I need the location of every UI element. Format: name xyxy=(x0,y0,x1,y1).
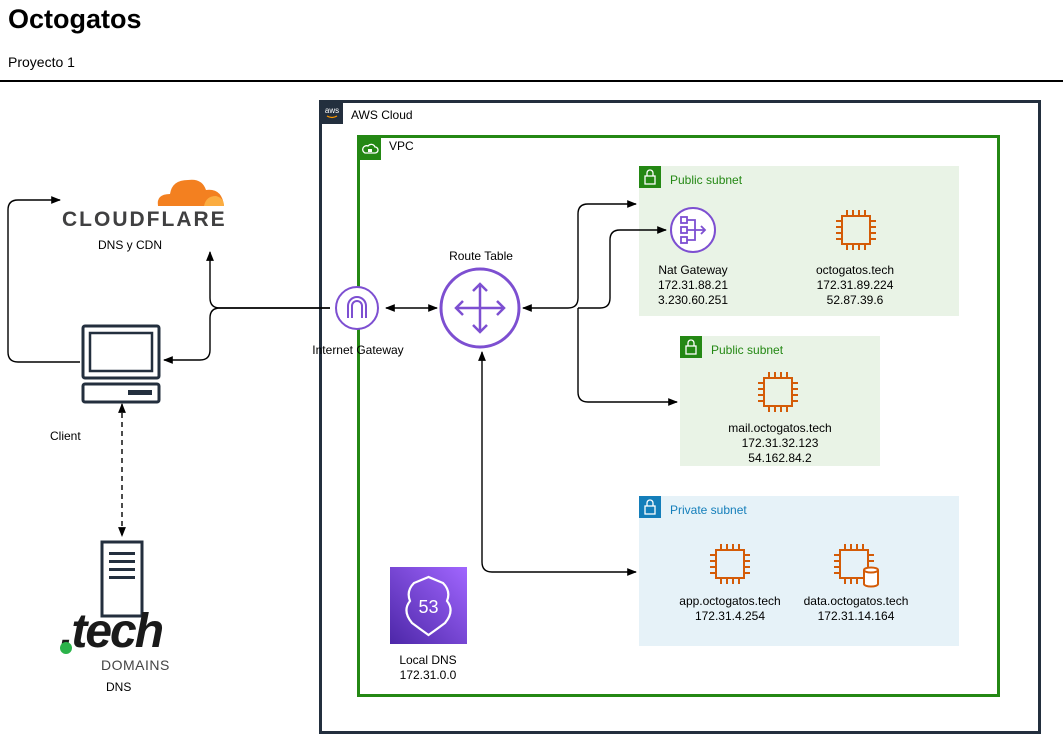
ec2-database-icon xyxy=(830,540,882,588)
ec2-mail-name: mail.octogatos.tech xyxy=(728,421,832,435)
ec2-main-ip-private: 172.31.89.224 xyxy=(816,278,894,292)
ec2-instance-icon xyxy=(706,540,754,588)
private-subnet xyxy=(639,496,959,646)
computer-icon xyxy=(80,324,164,404)
ec2-app-ip-private: 172.31.4.254 xyxy=(694,609,766,623)
internet-gateway-icon xyxy=(334,285,380,331)
vpc-label: VPC xyxy=(389,139,414,153)
ec2-main-ip-public: 52.87.39.6 xyxy=(826,293,884,307)
ec2-app-name: app.octogatos.tech xyxy=(679,594,781,608)
nat-gateway-text: Nat Gateway 172.31.88.21 3.230.60.251 xyxy=(643,263,743,308)
route53-ip: 172.31.0.0 xyxy=(399,668,457,682)
vpc-cloud-icon xyxy=(359,138,381,160)
header-divider xyxy=(0,80,1063,82)
nat-gateway-name: Nat Gateway xyxy=(658,263,728,277)
lock-icon xyxy=(680,336,702,358)
ec2-data-ip-private: 172.31.14.164 xyxy=(817,609,895,623)
ec2-mail-ip-public: 54.162.84.2 xyxy=(748,451,812,465)
ec2-main-text: octogatos.tech 172.31.89.224 52.87.39.6 xyxy=(795,263,915,308)
aws-cloud-group xyxy=(319,100,1041,734)
public-subnet-1-label: Public subnet xyxy=(670,173,743,187)
public-subnet-2-label: Public subnet xyxy=(711,343,784,357)
aws-cloud-label: AWS Cloud xyxy=(351,108,413,122)
route53-name: Local DNS xyxy=(399,653,457,667)
ec2-app-text: app.octogatos.tech 172.31.4.254 xyxy=(667,594,793,624)
ec2-instance-icon xyxy=(754,368,802,416)
nat-gateway-ip-private: 172.31.88.21 xyxy=(657,278,729,292)
tech-logo: .tech xyxy=(60,605,164,658)
tech-logo-dot xyxy=(60,642,72,654)
page-subtitle: Proyecto 1 xyxy=(8,54,75,70)
route53-text: Local DNS 172.31.0.0 xyxy=(378,653,478,683)
ec2-instance-icon xyxy=(832,206,880,254)
nat-gateway-icon xyxy=(669,206,717,254)
page-title: Octogatos xyxy=(8,4,142,34)
client-label: Client xyxy=(50,429,81,443)
cloudflare-cloud-icon xyxy=(148,170,228,210)
lock-icon xyxy=(639,496,661,518)
tech-logo-sub: DOMAINS xyxy=(101,657,170,673)
internet-gateway-label: Internet Gateway xyxy=(312,343,404,357)
router-icon xyxy=(438,266,522,350)
dns-label: DNS xyxy=(106,680,132,694)
public-subnet-2 xyxy=(680,336,880,466)
route-table-label: Route Table xyxy=(449,249,513,263)
lock-icon xyxy=(639,166,661,188)
cloudflare-logo: CLOUDFLARE xyxy=(62,208,227,231)
svg-text:aws: aws xyxy=(325,106,339,115)
route53-icon: 53 xyxy=(390,567,467,644)
ec2-data-text: data.octogatos.tech 172.31.14.164 xyxy=(793,594,919,624)
ec2-mail-ip-private: 172.31.32.123 xyxy=(741,436,819,450)
cloudflare-label: DNS y CDN xyxy=(97,238,162,252)
ec2-data-name: data.octogatos.tech xyxy=(803,594,909,608)
server-icon xyxy=(100,540,144,618)
vpc-group xyxy=(357,135,1000,697)
ec2-mail-text: mail.octogatos.tech 172.31.32.123 54.162… xyxy=(710,421,850,466)
ec2-main-name: octogatos.tech xyxy=(815,263,895,277)
route53-badge: 53 xyxy=(418,597,438,617)
nat-gateway-ip-public: 3.230.60.251 xyxy=(657,293,729,307)
private-subnet-label: Private subnet xyxy=(670,503,747,517)
aws-logo-icon: aws xyxy=(321,102,343,124)
